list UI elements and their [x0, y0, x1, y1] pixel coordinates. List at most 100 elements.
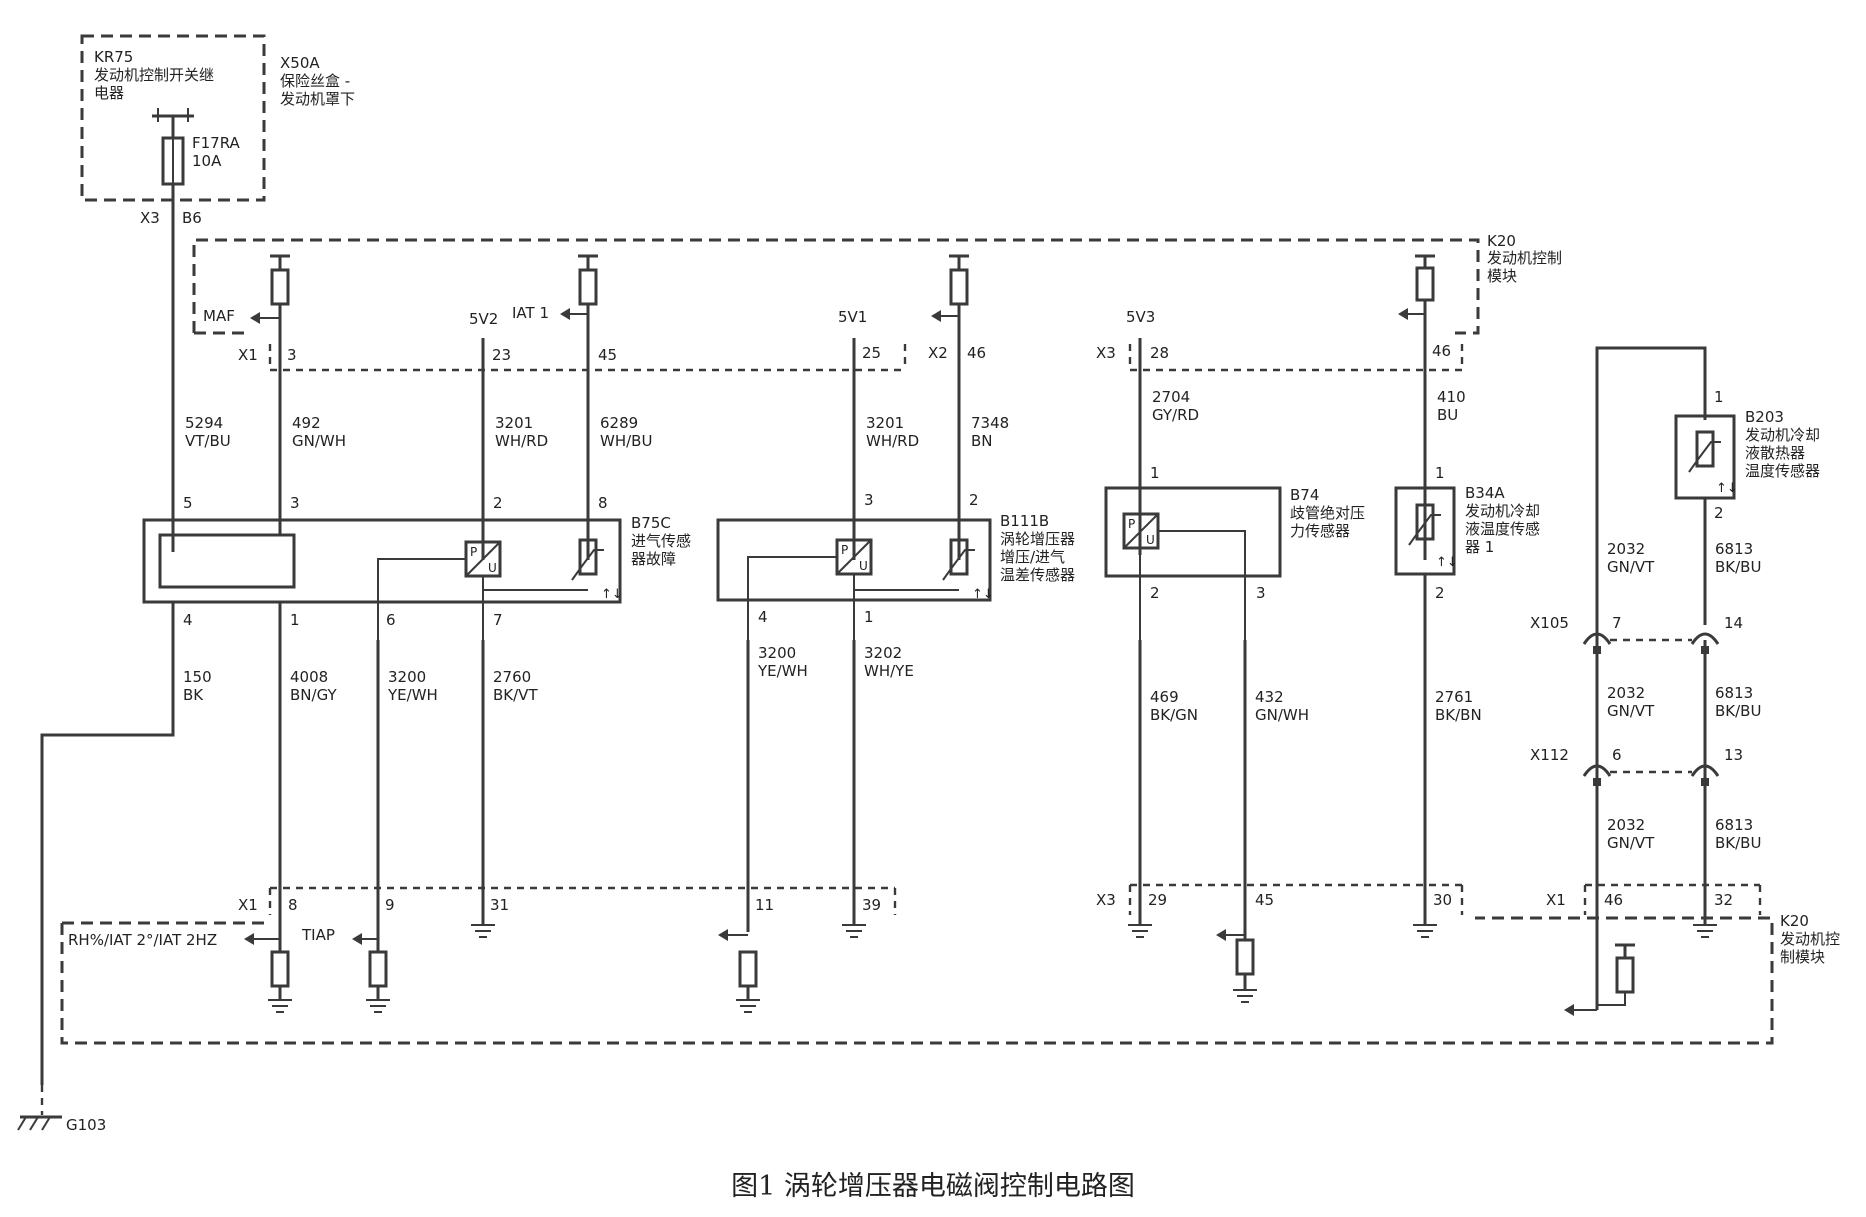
ecm-bottom-pin-11: 11 — [755, 896, 774, 914]
kr75-name-1: 发动机控制开关继 — [94, 66, 214, 84]
wire-color: GN/WH — [1255, 706, 1309, 724]
wire-color: BU — [1437, 406, 1458, 424]
wire-number: 3201 — [866, 414, 904, 432]
svg-text:P: P — [841, 543, 848, 557]
ecm-top-name-2: 模块 — [1487, 267, 1517, 285]
x50a-name-1: 保险丝盒 - — [280, 72, 350, 90]
sensor-b74: B74 歧管绝对压 力传感器 1 2 3 PU — [1104, 464, 1365, 640]
wire-color: BK/GN — [1150, 706, 1198, 724]
svg-text:U: U — [859, 559, 868, 573]
ecm-bottom-id: K20 — [1780, 912, 1809, 930]
b74-pin-1: 1 — [1150, 464, 1160, 482]
wire-number: 492 — [292, 414, 321, 432]
b203-id: B203 — [1745, 408, 1784, 426]
wire-color: GY/RD — [1152, 406, 1199, 424]
b75c-id: B75C — [631, 514, 671, 532]
ground-icon — [471, 924, 495, 938]
figure-caption: 图1 涡轮增压器电磁阀控制电路图 — [731, 1171, 1135, 1202]
fuse-pin-b6: B6 — [182, 209, 202, 227]
ground-symbols: G103 — [17, 924, 1717, 1134]
ground-icon — [1413, 924, 1437, 938]
ref-5v1-label: 5V1 — [838, 308, 867, 326]
b75c-pin-2: 2 — [493, 494, 503, 512]
relay-contact-icon — [152, 108, 194, 138]
svg-text:U: U — [1146, 533, 1155, 547]
b75c-pin-8: 8 — [598, 494, 608, 512]
b75c-pin-7: 7 — [493, 611, 503, 629]
ecm-top-pin-3: 3 — [287, 346, 297, 364]
b111b-name-2: 增压/进气 — [1000, 548, 1065, 566]
wire-color: GN/WH — [292, 432, 346, 450]
b34a-name-3: 器 1 — [1465, 538, 1494, 556]
x50a-id: X50A — [280, 54, 320, 72]
svg-text:↑↓: ↑↓ — [601, 587, 623, 602]
wire-color: GN/VT — [1607, 702, 1655, 720]
ecm-top-box: K20 发动机控制 模块 X1 X2 X3 3 23 45 25 46 28 4… — [192, 232, 1562, 372]
svg-text:U: U — [488, 561, 497, 575]
fuse-conn-x3: X3 — [140, 209, 160, 227]
wire-color: GN/VT — [1607, 558, 1655, 576]
ecm-bottom-pin-30: 30 — [1433, 891, 1452, 909]
b34a-name-1: 发动机冷却 — [1465, 502, 1540, 520]
rh-iat2-signal-label: RH%/IAT 2°/IAT 2HZ — [68, 931, 217, 949]
svg-text:↑↓: ↑↓ — [972, 587, 994, 602]
ecm-bottom-pin-32: 32 — [1714, 891, 1733, 909]
ground-icon — [1233, 989, 1257, 1003]
wire-number: 5294 — [185, 414, 223, 432]
maf-element-icon — [158, 533, 296, 589]
x112-label: X112 — [1530, 746, 1569, 764]
wire-labels-lower: 150 BK 4008 BN/GY 3200 YE/WH 2760 BK/VT … — [183, 540, 1761, 852]
wire-color: YE/WH — [387, 686, 438, 704]
ecm-bottom-pin-46: 46 — [1604, 891, 1623, 909]
svg-text:↑↓: ↑↓ — [1436, 555, 1458, 570]
b74-name-2: 力传感器 — [1290, 522, 1350, 540]
b75c-name-1: 进气传感 — [631, 532, 691, 550]
wiring-upper — [171, 184, 1707, 630]
kr75-name-2: 电器 — [94, 84, 124, 102]
pullup-resistor-icon — [1398, 254, 1435, 320]
signal-arrows-lower — [244, 929, 1626, 1016]
b74-pin-2: 2 — [1150, 584, 1160, 602]
ecm-top-pin-46b: 46 — [1432, 342, 1451, 360]
wire-color: WH/RD — [495, 432, 548, 450]
wire-number: 6289 — [600, 414, 638, 432]
x105-pin-7: 7 — [1612, 614, 1622, 632]
chassis-ground-icon — [17, 1115, 62, 1131]
wire-number: 3201 — [495, 414, 533, 432]
wire-color: WH/BU — [600, 432, 652, 450]
fuse-rating: 10A — [192, 152, 222, 170]
wire-color: WH/RD — [866, 432, 919, 450]
b111b-pin-4: 4 — [758, 608, 768, 626]
wire-number: 6813 — [1715, 816, 1753, 834]
b34a-name-2: 液温度传感 — [1465, 520, 1540, 538]
ecm-top-x1: X1 — [238, 346, 258, 364]
wire-number: 4008 — [290, 668, 328, 686]
ground-icon — [1693, 924, 1717, 938]
wire-number: 2760 — [493, 668, 531, 686]
x50a-name-2: 发动机罩下 — [280, 90, 355, 108]
wire-number: 3200 — [388, 668, 426, 686]
ref-5v3-label: 5V3 — [1126, 308, 1155, 326]
thermistor-icon: ↑↓ — [942, 538, 994, 602]
wire-color: BK/VT — [493, 686, 538, 704]
tiap-signal-label: TIAP — [301, 926, 335, 944]
fuse-box-x50a: KR75 发动机控制开关继 电器 X50A 保险丝盒 - 发动机罩下 F17RA… — [80, 34, 355, 227]
b74-id: B74 — [1290, 486, 1319, 504]
x112-pin-6: 6 — [1612, 746, 1622, 764]
x105-label: X105 — [1530, 614, 1569, 632]
pullup-resistor-icon — [560, 254, 598, 320]
wire-color: BK/BU — [1715, 558, 1761, 576]
ground-icon — [1128, 924, 1152, 938]
sensor-b75c: B75C 进气传感 器故障 5 3 2 8 4 1 6 7 PU ↑↓ — [142, 494, 691, 640]
b111b-name-3: 温差传感器 — [1000, 566, 1075, 584]
wire-number: 410 — [1437, 388, 1466, 406]
ecm-bottom-pin-9: 9 — [385, 896, 395, 914]
ecm-bottom-pin-45: 45 — [1255, 891, 1274, 909]
ecm-top-x3: X3 — [1096, 344, 1116, 362]
b75c-pin-4: 4 — [183, 611, 193, 629]
ecm-top-x2: X2 — [928, 344, 948, 362]
b75c-pin-1: 1 — [290, 611, 300, 629]
pullup-resistor-icon — [931, 254, 969, 322]
b203-name-3: 温度传感器 — [1745, 462, 1820, 480]
ecm-top-pin-23: 23 — [492, 346, 511, 364]
